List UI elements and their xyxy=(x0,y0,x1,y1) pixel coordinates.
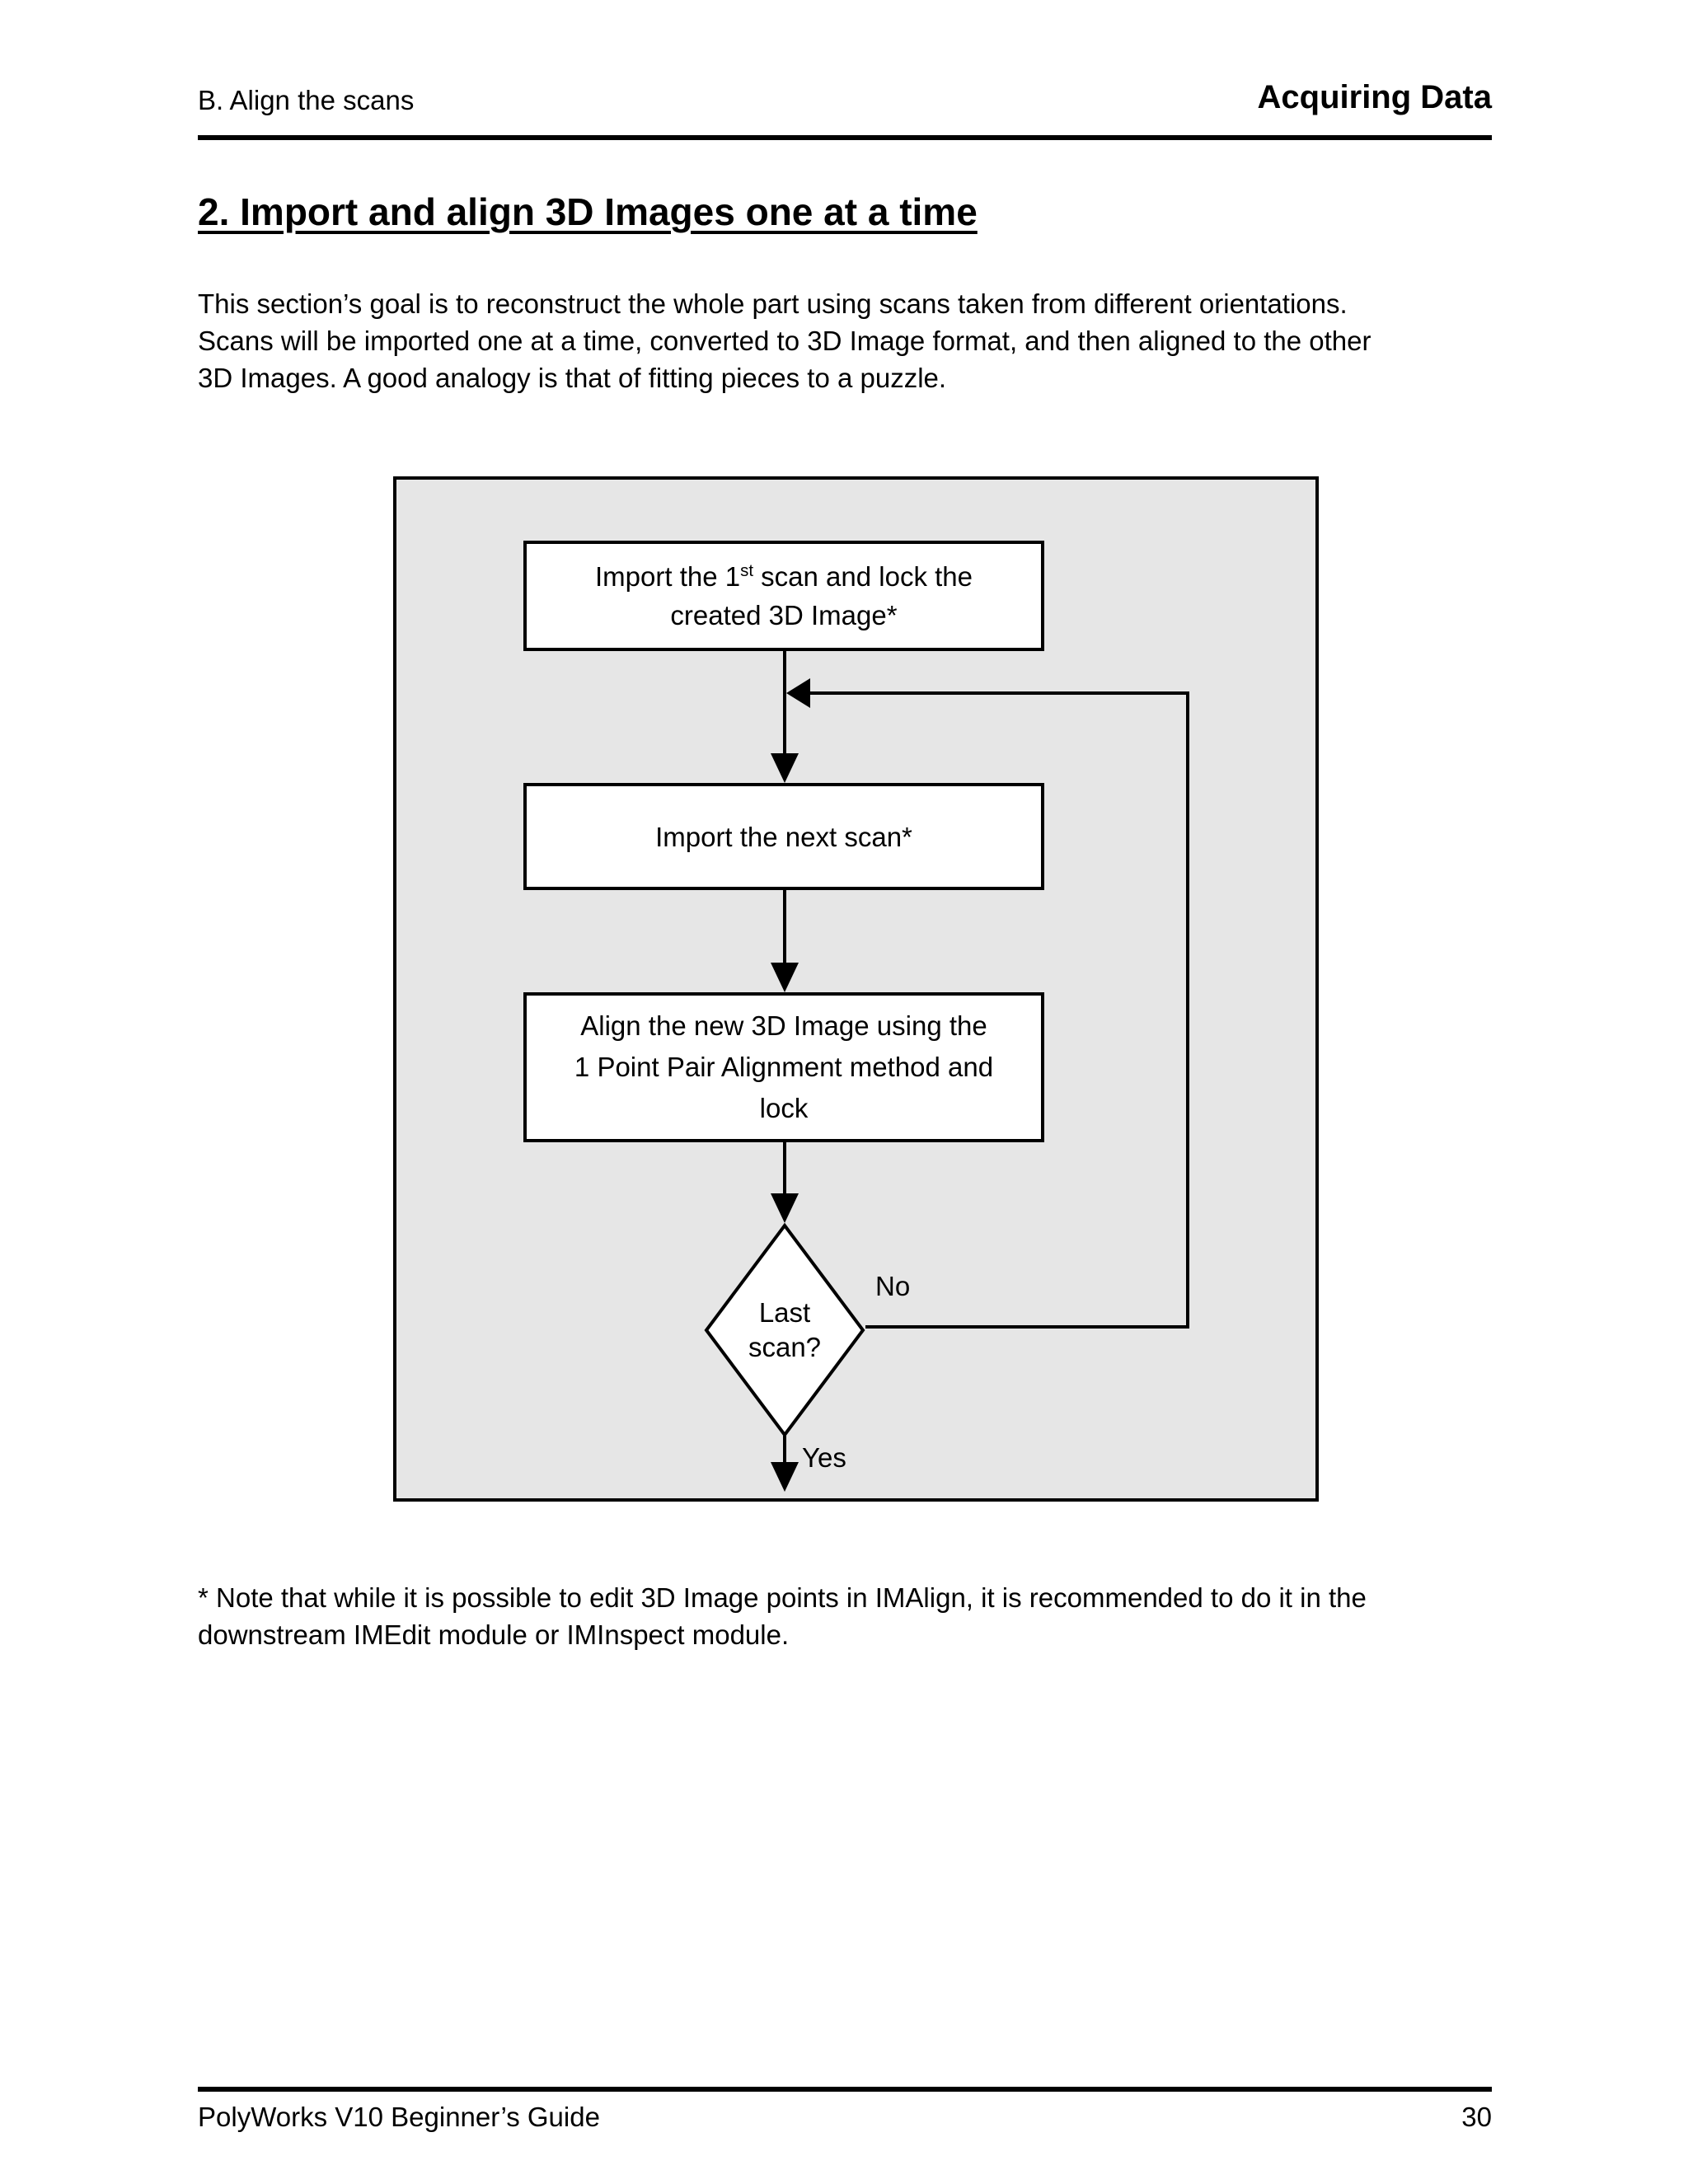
decision-label: Last scan? xyxy=(704,1223,865,1437)
step1-line1-pre: Import the 1 xyxy=(595,561,741,592)
flowchart-panel: Import the 1st scan and lock the created… xyxy=(393,476,1319,1502)
arrowhead-into-decision xyxy=(771,1193,799,1223)
branch-label-no: No xyxy=(875,1271,911,1301)
arrowhead-into-step2 xyxy=(771,753,799,783)
yes-branch-line xyxy=(783,1436,786,1465)
intro-paragraph: This section’s goal is to reconstruct th… xyxy=(198,285,1371,396)
step3-line: Align the new 3D Image using the xyxy=(580,1010,987,1041)
footer-rule xyxy=(198,2087,1492,2092)
decision-line1: Last xyxy=(758,1297,811,1328)
step1-line2: created 3D Image* xyxy=(670,600,898,630)
flowchart-step-import-next: Import the next scan* xyxy=(523,783,1044,890)
feedback-right-line xyxy=(1186,691,1189,1329)
flowchart-decision-last-scan: Last scan? xyxy=(704,1223,865,1437)
step1-line1-post: scan and lock the xyxy=(753,561,973,592)
feedback-merge-arrowhead xyxy=(786,678,810,708)
flowchart-step-align: Align the new 3D Image using the 1 Point… xyxy=(523,992,1044,1142)
step1-ordinal-superscript: st xyxy=(740,561,753,580)
footer-guide-title: PolyWorks V10 Beginner’s Guide xyxy=(198,2102,600,2132)
no-branch-line xyxy=(865,1325,1189,1329)
header-section-label: B. Align the scans xyxy=(198,85,415,115)
step3-line: 1 Point Pair Alignment method and xyxy=(574,1052,994,1082)
arrowhead-into-step3 xyxy=(771,963,799,992)
header-chapter-label: Acquiring Data xyxy=(1257,79,1492,115)
section-title: 2. Import and align 3D Images one at a t… xyxy=(198,190,978,233)
intro-line: 3D Images. A good analogy is that of fit… xyxy=(198,363,947,393)
intro-line: This section’s goal is to reconstruct th… xyxy=(198,288,1348,319)
page-footer: PolyWorks V10 Beginner’s Guide 30 xyxy=(198,2102,1492,2133)
header-rule xyxy=(198,135,1492,140)
footnote-line: * Note that while it is possible to edit… xyxy=(198,1582,1367,1613)
step2-label: Import the next scan* xyxy=(655,821,912,852)
yes-branch-arrowhead xyxy=(771,1462,799,1492)
connector-step2-to-step3 xyxy=(783,888,786,964)
decision-diamond-shape xyxy=(704,1223,865,1437)
connector-step3-to-decision xyxy=(783,1141,786,1195)
decision-line2: scan? xyxy=(748,1332,822,1362)
intro-line: Scans will be imported one at a time, co… xyxy=(198,326,1372,356)
footnote-line: downstream IMEdit module or IMInspect mo… xyxy=(198,1619,790,1650)
connector-step1-to-step2 xyxy=(783,648,786,757)
footnote: * Note that while it is possible to edit… xyxy=(198,1579,1367,1653)
step1-line1: Import the 1st scan and lock the xyxy=(595,557,973,596)
page-header: B. Align the scans Acquiring Data xyxy=(198,79,1492,116)
step3-line: lock xyxy=(759,1093,809,1123)
footer-page-number: 30 xyxy=(1461,2102,1492,2132)
feedback-top-line xyxy=(810,691,1189,695)
flowchart-step-import-first: Import the 1st scan and lock the created… xyxy=(523,541,1044,651)
branch-label-yes: Yes xyxy=(802,1442,846,1473)
